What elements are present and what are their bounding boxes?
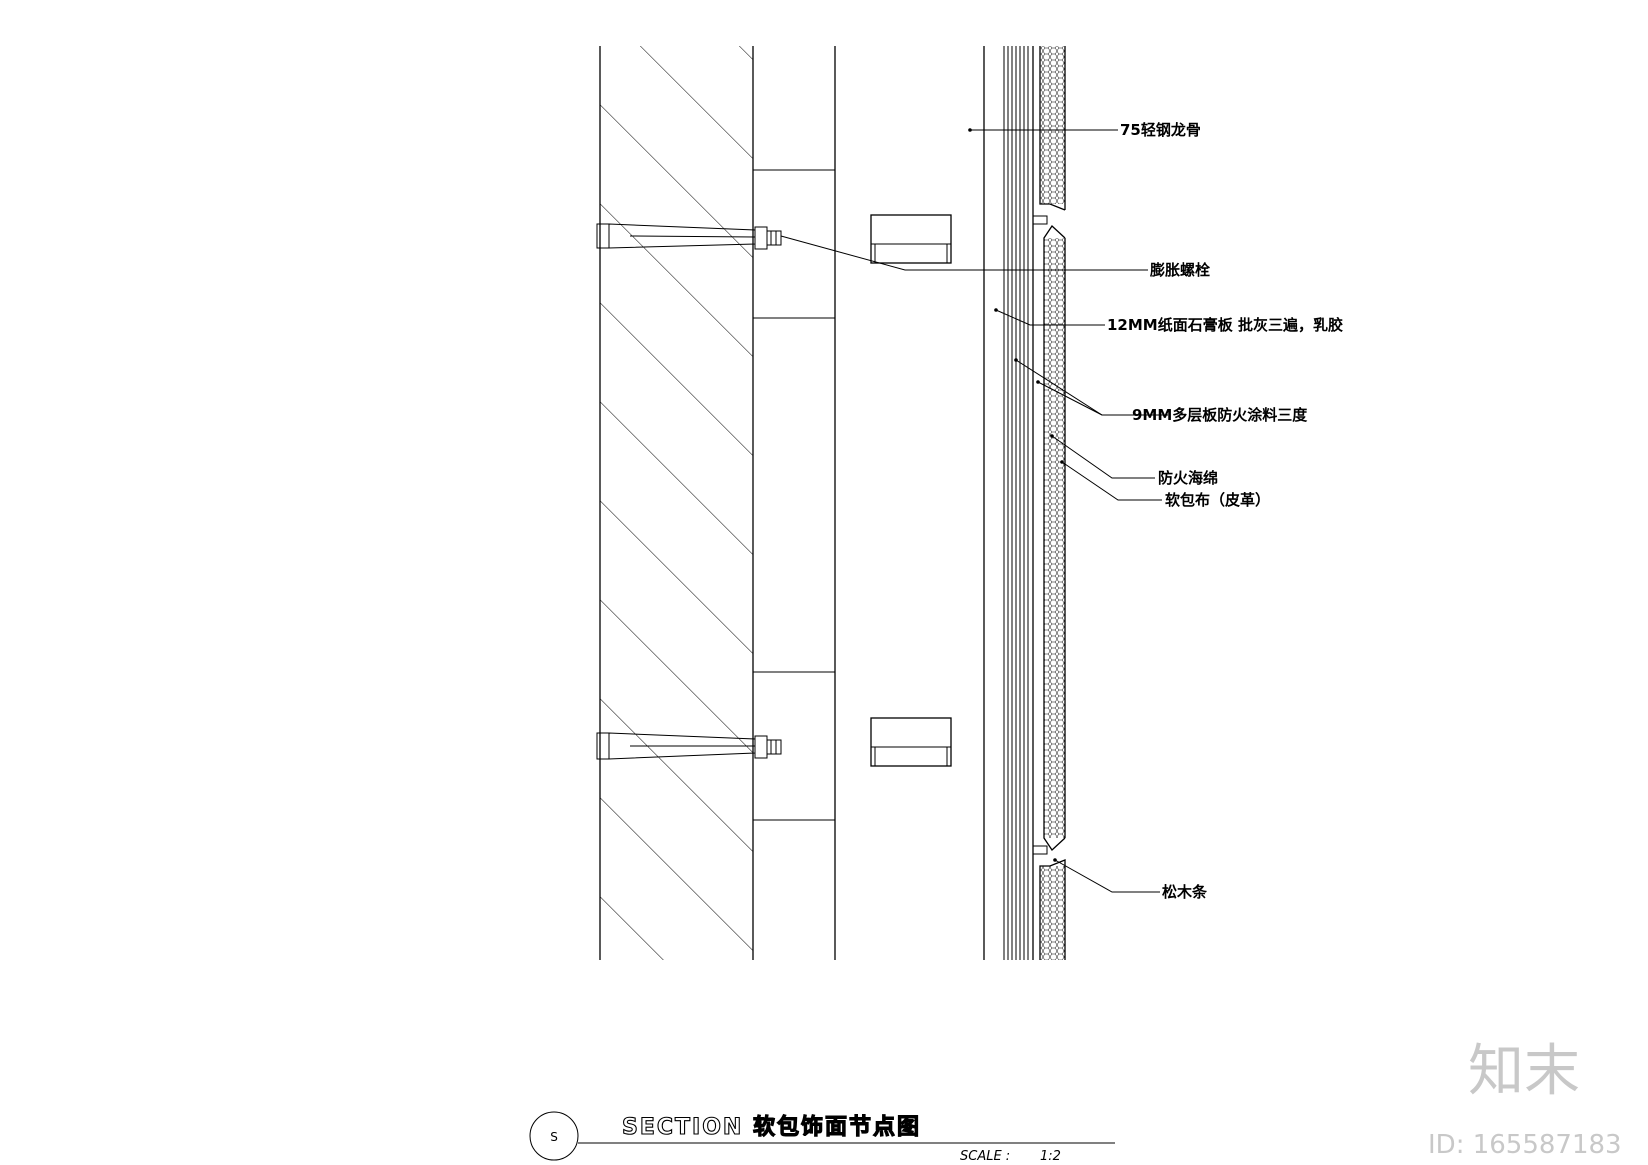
drawing-title: SECTION 软包饰面节点图 <box>622 1114 921 1140</box>
board-layers <box>983 46 1034 960</box>
soft-padding <box>1039 46 1066 960</box>
steel-stud-upper <box>870 214 952 264</box>
scale-value: 1:2 <box>1040 1149 1061 1164</box>
label-pine-strip: 松木条 <box>1162 883 1208 901</box>
anchor-bolt-upper <box>596 223 782 250</box>
title-block: S SECTION 软包饰面节点图 SCALE : 1:2 <box>529 1111 1115 1164</box>
watermark: 知末 ID: 165587183 <box>1428 1039 1622 1160</box>
label-stud: 75轻钢龙骨 <box>1120 121 1201 139</box>
pine-strips <box>1032 215 1048 855</box>
section-marker-circle <box>529 1111 579 1161</box>
anchor-bolt-lower <box>596 732 782 760</box>
concrete-wall <box>599 46 754 960</box>
section-marker-label: S <box>550 1130 558 1144</box>
framing-cavity <box>753 46 836 960</box>
label-fabric: 软包布（皮革） <box>1165 491 1270 509</box>
label-anchor-bolt: 膨胀螺栓 <box>1150 261 1210 279</box>
label-gypsum-board: 12MM纸面石膏板 批灰三遍，乳胶 <box>1107 316 1343 334</box>
scale-label: SCALE : <box>960 1149 1010 1164</box>
label-sponge: 防火海绵 <box>1158 469 1218 487</box>
watermark-id: ID: 165587183 <box>1428 1130 1622 1160</box>
label-plywood: 9MM多层板防火涂料三度 <box>1132 406 1308 424</box>
leader-lines <box>780 128 1168 893</box>
watermark-logo: 知末 <box>1468 1039 1580 1104</box>
steel-stud-lower <box>870 717 952 767</box>
